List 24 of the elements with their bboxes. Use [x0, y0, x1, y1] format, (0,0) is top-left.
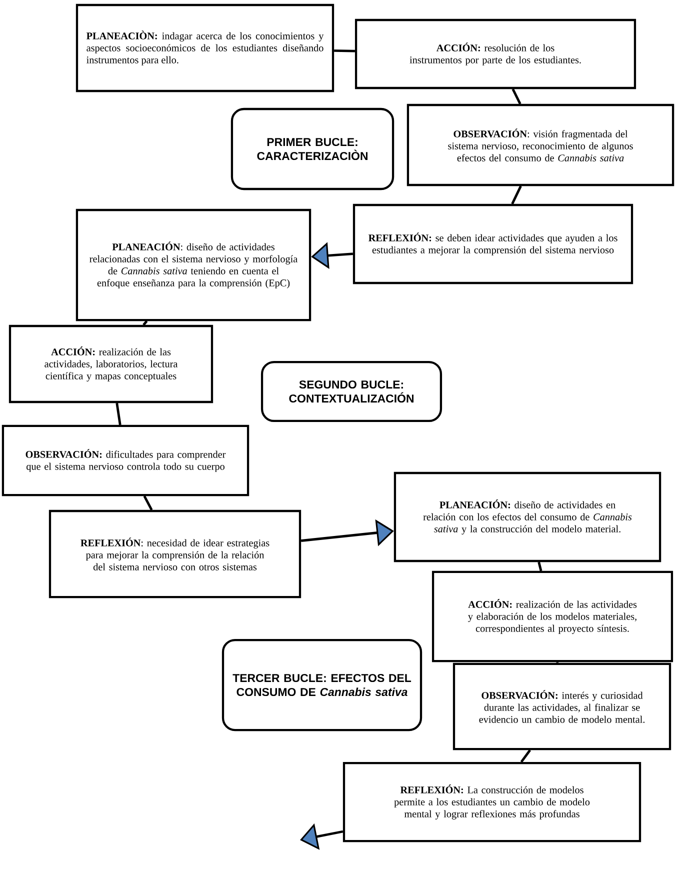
text-box: OBSERVACIÓN: visión fragmentada del sistema nervioso, reconocimiento de algunos efectos del consumo de Cannabis sativa — [406, 104, 674, 186]
connector-line — [520, 749, 531, 763]
connector-line — [143, 496, 153, 510]
connector-line — [116, 402, 122, 426]
text-box: REFLEXIÓN: necesidad de idear estrategias para mejorar la comprensión de la relación del sistema nervioso con otros sistemas — [48, 510, 302, 598]
loop-title-box: TERCER BUCLE: EFECTOS DEL CONSUMO DE Cannabis sativa — [222, 638, 422, 732]
connector-line — [334, 49, 355, 52]
text-box: PLANEACIÓN: diseño de actividades en relación con los efectos del consumo de Cannabis sativa y la construcción del modelo material. — [394, 472, 662, 562]
loop-title-box: SEGUNDO BUCLE: CONTEXTUALIZACIÓN — [260, 360, 442, 422]
text-box: OBSERVACIÓN: interés y curiosidad durante las actividades, al finalizar se evidencio un cambio de modelo mental. — [452, 662, 672, 750]
connector-line — [142, 320, 148, 326]
text-box: REFLEXIÓN: se deben idear actividades que ayuden a los estudiantes a mejorar la comprensión del sistema nervioso — [352, 204, 634, 284]
text-box: ACCIÓN: realización de las actividades, laboratorios, lectura científica y mapas conceptuales — [8, 324, 214, 404]
text-box: ACCIÓN: realización de las actividades y elaboración de los modelos materiales, correspondientes al proyecto síntesis. — [432, 570, 674, 662]
connector-line — [538, 562, 542, 572]
text-box: ACCIÓN: resolución de los instrumentos por parte de los estudiantes. — [354, 18, 636, 90]
text-box: OBSERVACIÓN: dificultades para comprender que el sistema nervioso controla todo su cuerpo — [2, 424, 250, 496]
connector-line — [511, 186, 522, 204]
text-box: PLANEACIÒN: indagar acerca de los conocimientos y aspectos socioeconómicos de los estudiantes diseñando instrumentos para ello. — [76, 4, 334, 92]
connector-line — [512, 88, 522, 104]
text-box: REFLEXIÓN: La construcción de modelos permite a los estudiantes un cambio de modelo mental y lograr reflexiones más profundas — [342, 762, 642, 842]
text-box: PLANEACIÓN: diseño de actividades relacionadas con el sistema nervioso y morfología de Cannabis sativa teniendo en cuenta el enfoque enseñanza para la comprensión (EpC) — [76, 208, 312, 322]
loop-title-box: PRIMER BUCLE: CARACTERIZACIÒN — [230, 108, 394, 190]
connector-line — [556, 662, 559, 664]
